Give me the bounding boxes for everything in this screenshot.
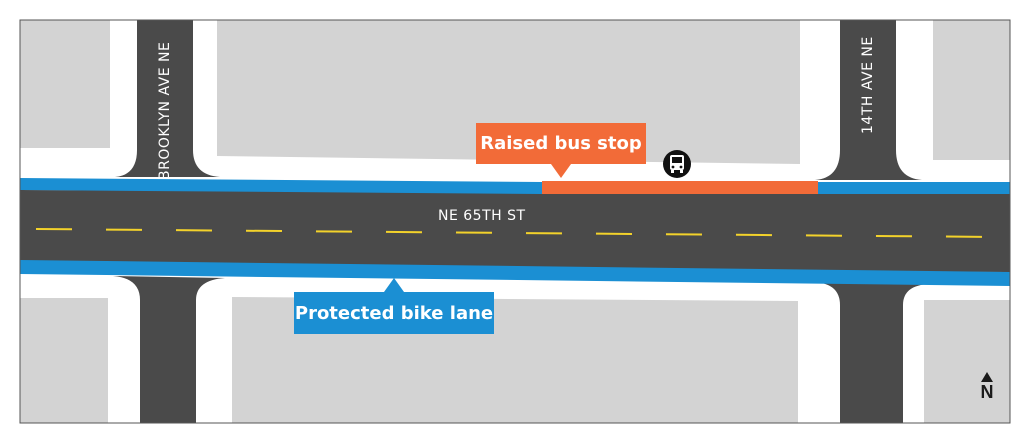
callout-pointer — [384, 278, 404, 292]
ne-65th-st-label: NE 65TH ST — [438, 208, 526, 224]
fourteenth-ave-road-south — [815, 282, 930, 423]
protected-bike-lane-text: Protected bike lane — [294, 302, 494, 324]
roads — [20, 20, 1010, 423]
city-blocks — [20, 20, 1010, 423]
north-bike-lane-east — [818, 182, 1010, 194]
north-letter: N — [980, 382, 994, 402]
map-frame — [19, 19, 1011, 424]
north-bike-lane-west — [20, 178, 542, 194]
north-arrow-icon: N — [977, 372, 997, 402]
protected-bike-lane-callout: Protected bike lane — [294, 278, 494, 334]
south-bike-lane — [20, 260, 1010, 286]
block-se-east — [924, 300, 1010, 423]
fourteenth-ave-label: 14TH AVE NE — [860, 36, 876, 134]
fourteenth-ave-road — [815, 20, 922, 180]
block-sw-west — [20, 298, 108, 423]
center-line — [35, 228, 1001, 238]
block-north-center — [217, 20, 800, 164]
ne-65th-st-road — [20, 190, 1010, 272]
north-arrow-head — [981, 372, 993, 382]
block-nw-west — [20, 20, 110, 148]
bus-icon — [663, 150, 691, 178]
callout-pointer — [551, 164, 571, 178]
bike-lanes — [20, 178, 1010, 286]
raised-bus-stop-platform — [542, 181, 818, 194]
raised-bus-stop-callout: Raised bus stop — [476, 123, 646, 178]
brooklyn-ave-label: BROOKLYN AVE NE — [157, 41, 173, 180]
brooklyn-ave-road — [115, 20, 220, 177]
brooklyn-ave-road-south — [113, 276, 225, 423]
raised-bus-stop-text: Raised bus stop — [480, 133, 642, 154]
block-ne-east — [933, 20, 1010, 160]
